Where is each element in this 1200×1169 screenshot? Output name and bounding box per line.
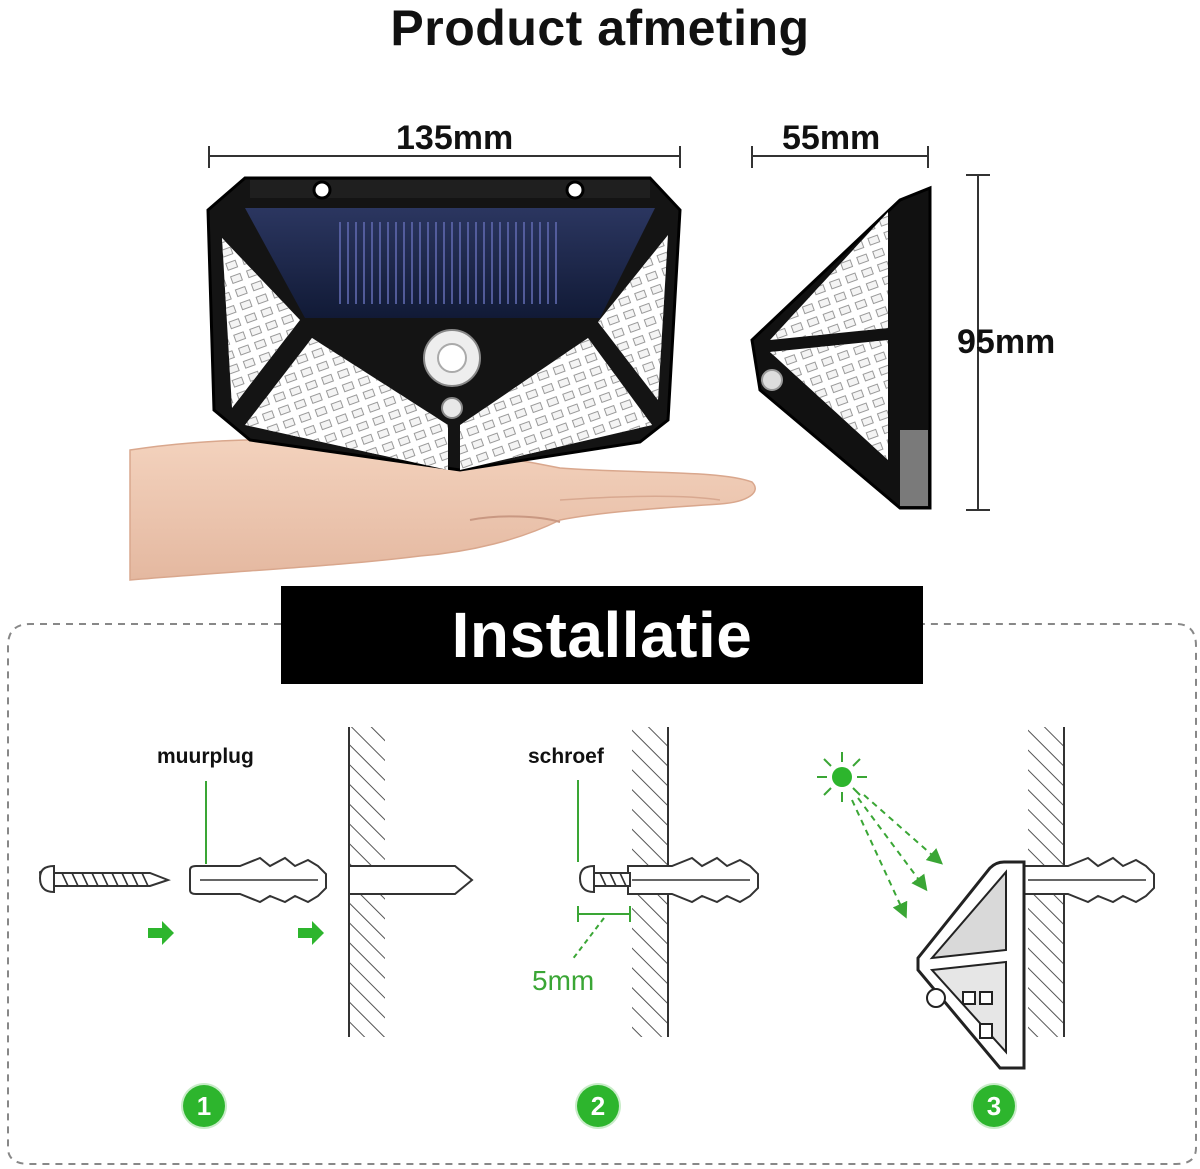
screw-label: schroef xyxy=(528,745,604,768)
sunlight-rays xyxy=(851,794,944,919)
sun-icon xyxy=(817,752,867,802)
height-dimension-label: 95mm xyxy=(957,323,1056,361)
depth-dimension-line xyxy=(751,146,929,168)
height-dimension-line xyxy=(966,174,990,511)
step-1-badge: 1 xyxy=(183,1085,225,1127)
drill-hole xyxy=(348,865,474,895)
step-2-badge: 2 xyxy=(577,1085,619,1127)
arrow-right-icon xyxy=(298,921,324,945)
wall-plug-icon xyxy=(1023,856,1155,904)
solar-light-side-image xyxy=(750,185,932,510)
width-dimension-line xyxy=(208,146,681,168)
depth-dimension-label: 55mm xyxy=(782,119,881,157)
step-3-badge: 3 xyxy=(973,1085,1015,1127)
installation-banner: Installatie xyxy=(281,586,923,684)
screw-icon xyxy=(38,864,171,894)
screw-icon xyxy=(578,864,631,894)
installation-frame xyxy=(7,623,1197,1165)
mounted-light-icon xyxy=(916,860,1026,1070)
gap-label: 5mm xyxy=(532,965,595,996)
arrow-right-icon xyxy=(148,921,174,945)
wall-plug-icon xyxy=(627,856,759,904)
page-title: Product afmeting xyxy=(390,0,810,56)
gap-measure xyxy=(571,906,631,961)
installation-heading: Installatie xyxy=(451,599,753,671)
width-dimension-label: 135mm xyxy=(396,119,514,157)
step3-illustration xyxy=(817,727,1155,1070)
step1-illustration xyxy=(38,727,474,1037)
hand-image xyxy=(129,438,756,581)
wall-plug-icon xyxy=(189,856,327,904)
solar-light-front-image xyxy=(206,176,682,472)
plug-label: muurplug xyxy=(157,745,254,768)
step2-illustration xyxy=(571,727,759,1037)
